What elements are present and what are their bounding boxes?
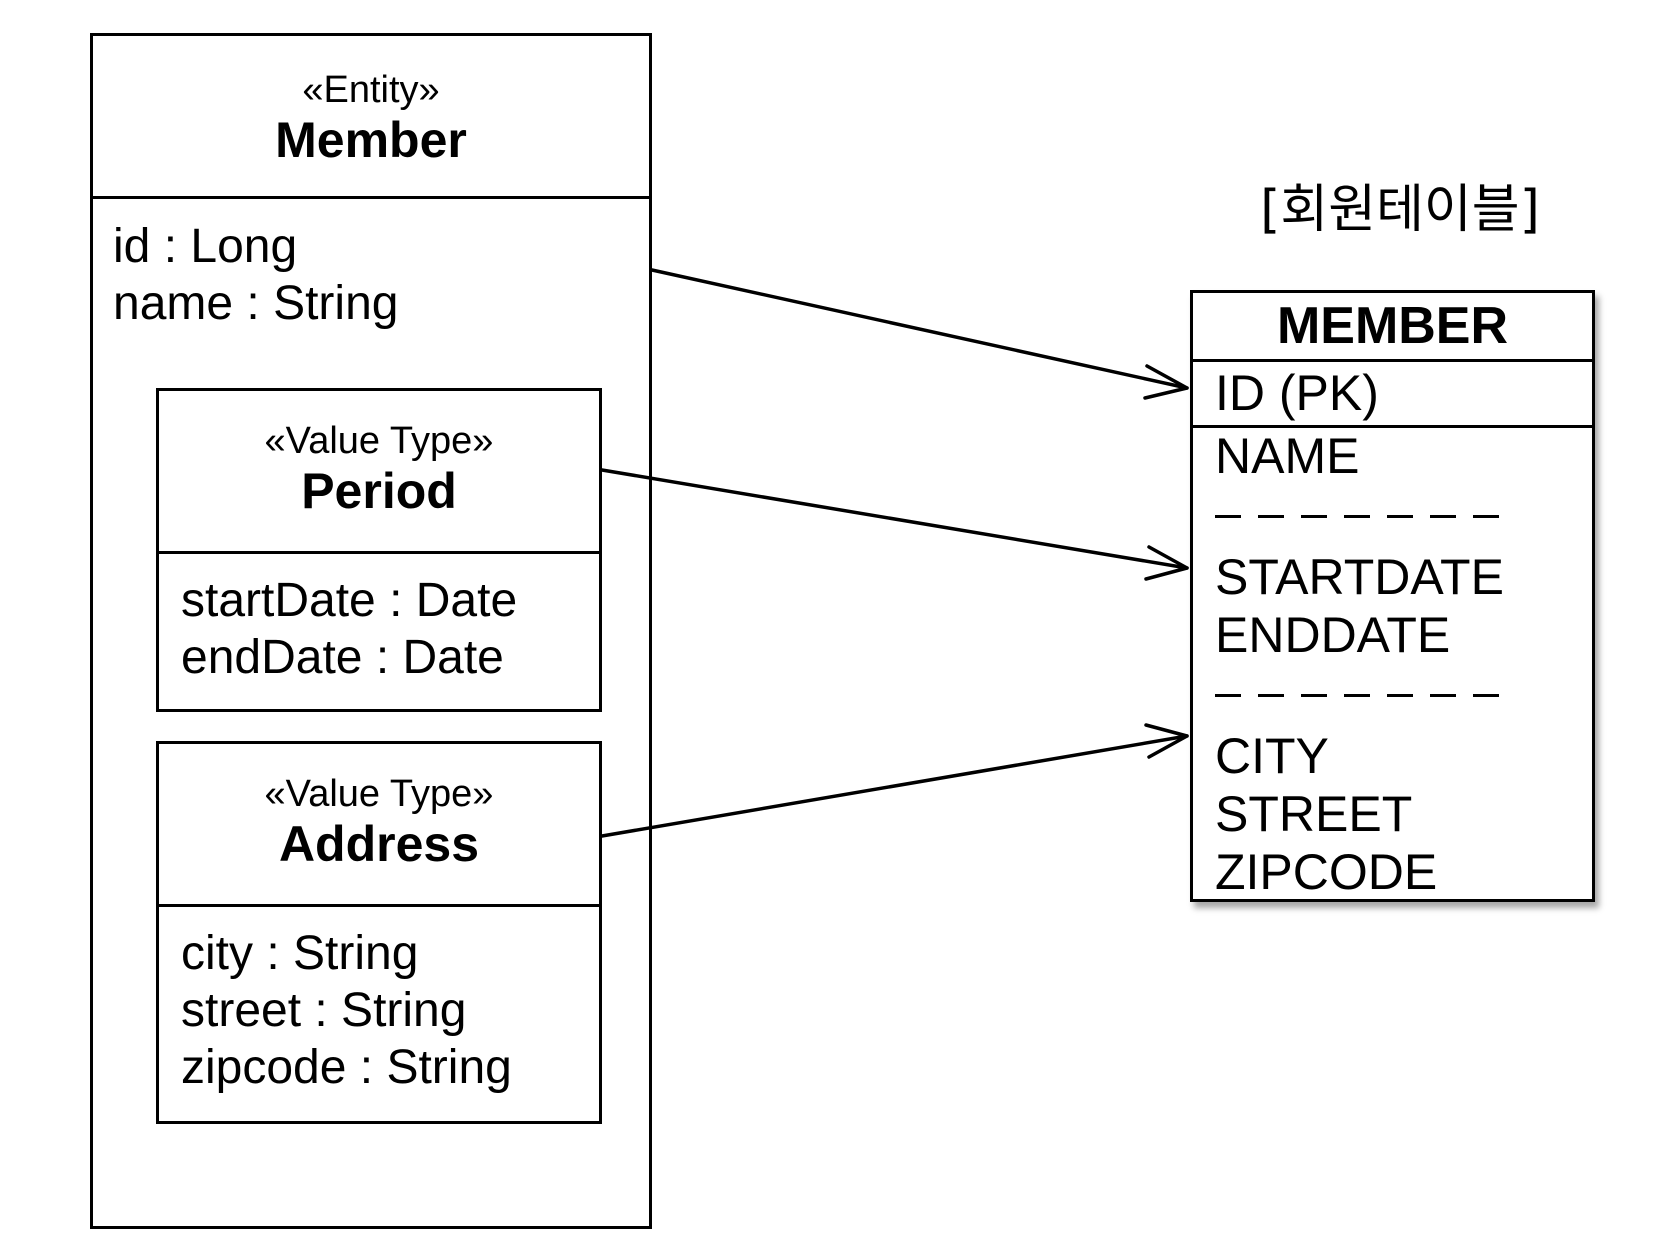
member-attr-name: name : String <box>113 277 399 330</box>
member-entity-name: Member <box>275 112 467 168</box>
period-name: Period <box>301 463 457 519</box>
address-attributes: city : String street : String zipcode : … <box>181 925 512 1096</box>
column-street: STREET <box>1215 786 1413 842</box>
address-attr-zipcode: zipcode : String <box>181 1041 512 1094</box>
arrow-period-to-table <box>600 468 1189 581</box>
member-table-pk: ID (PK) <box>1193 362 1592 428</box>
member-entity-attributes: id : Long name : String <box>113 218 398 332</box>
column-group-divider <box>1215 664 1504 727</box>
address-header: «Value Type» Address <box>159 744 599 907</box>
member-entity-stereotype: «Entity» <box>302 69 440 111</box>
address-attr-street: street : String <box>181 984 467 1037</box>
column-name: NAME <box>1215 428 1360 484</box>
period-stereotype: «Value Type» <box>264 420 494 462</box>
period-attributes: startDate : Date endDate : Date <box>181 572 517 686</box>
address-name: Address <box>278 816 480 872</box>
table-title: [회원테이블] <box>1260 180 1540 240</box>
column-startdate: STARTDATE <box>1215 549 1504 605</box>
member-entity-header: «Entity» Member <box>93 36 649 199</box>
address-stereotype: «Value Type» <box>264 773 494 815</box>
column-zipcode: ZIPCODE <box>1215 844 1438 900</box>
address-value-type-box: «Value Type» Address city : String stree… <box>156 741 602 1124</box>
column-group-divider <box>1215 485 1504 548</box>
member-table-box: MEMBER ID (PK) NAME STARTDATE ENDDATE CI… <box>1190 290 1595 902</box>
member-attr-id: id : Long <box>113 220 298 273</box>
column-city: CITY <box>1215 728 1329 784</box>
period-header: «Value Type» Period <box>159 391 599 554</box>
arrow-member-to-table <box>650 268 1189 400</box>
column-enddate: ENDDATE <box>1215 607 1451 663</box>
period-value-type-box: «Value Type» Period startDate : Date end… <box>156 388 602 712</box>
period-attr-enddate: endDate : Date <box>181 631 504 684</box>
member-table-columns: NAME STARTDATE ENDDATE CITY STREET ZIPCO… <box>1215 427 1504 901</box>
member-table-name: MEMBER <box>1193 293 1592 362</box>
arrow-address-to-table <box>600 723 1189 838</box>
period-attr-startdate: startDate : Date <box>181 574 518 627</box>
address-attr-city: city : String <box>181 927 419 980</box>
